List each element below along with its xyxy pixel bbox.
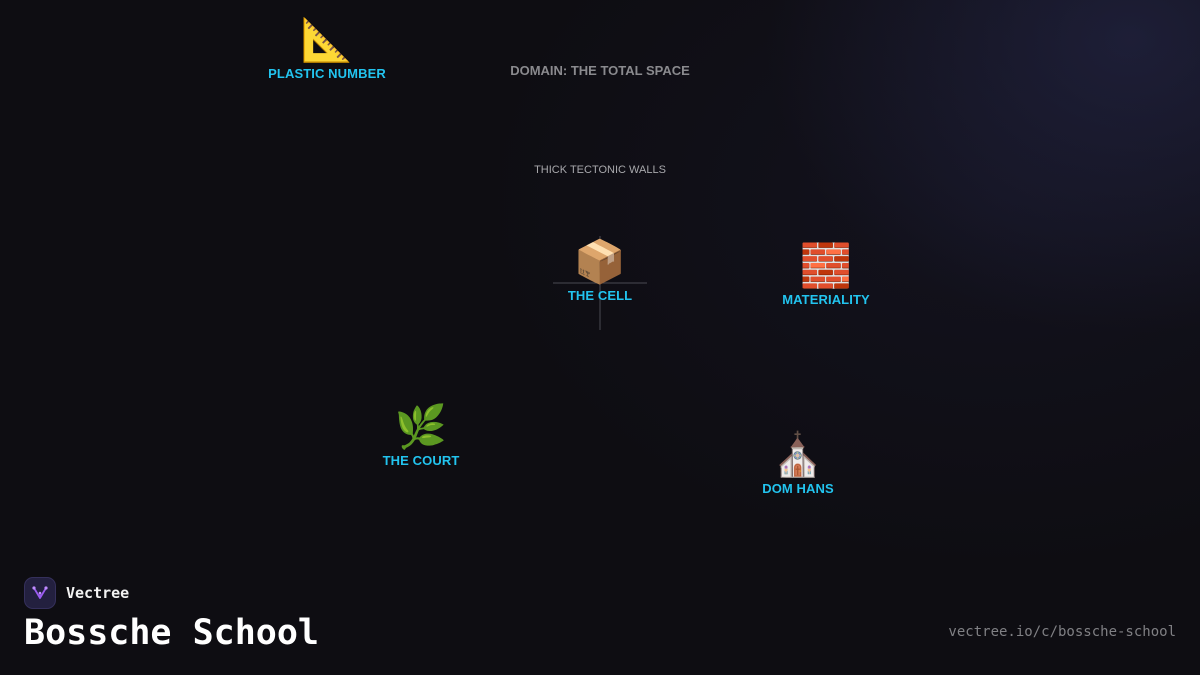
node-label: DOM HANS [762, 481, 834, 496]
node-label: PLASTIC NUMBER [268, 66, 386, 81]
page-title: Bossche School [24, 613, 320, 653]
church-icon: ⛪ [771, 430, 825, 479]
node-label: THE COURT [382, 453, 460, 468]
node-label: MATERIALITY [782, 292, 870, 307]
domain-label: DOMAIN: THE TOTAL SPACE [510, 63, 690, 78]
herb-leaf-icon: 🌿 [394, 402, 448, 451]
brick-icon: 🧱 [799, 241, 853, 290]
brand-name: Vectree [66, 584, 130, 602]
node-plastic-number[interactable]: 📐 PLASTIC NUMBER [268, 15, 386, 82]
node-label: THE CELL [567, 288, 633, 303]
walls-label: THICK TECTONIC WALLS [534, 164, 666, 176]
node-dom-hans[interactable]: ⛪ DOM HANS [762, 430, 834, 497]
triangular-ruler-icon: 📐 [300, 15, 354, 64]
vectree-logo-icon [24, 577, 56, 609]
page-url[interactable]: vectree.io/c/bossche-school [948, 624, 1176, 640]
node-the-court[interactable]: 🌿 THE COURT [382, 402, 460, 469]
node-the-cell[interactable]: 📦 THE CELL [567, 237, 633, 304]
node-materiality[interactable]: 🧱 MATERIALITY [782, 241, 870, 308]
package-box-icon: 📦 [573, 237, 627, 286]
brand[interactable]: Vectree [24, 577, 129, 609]
